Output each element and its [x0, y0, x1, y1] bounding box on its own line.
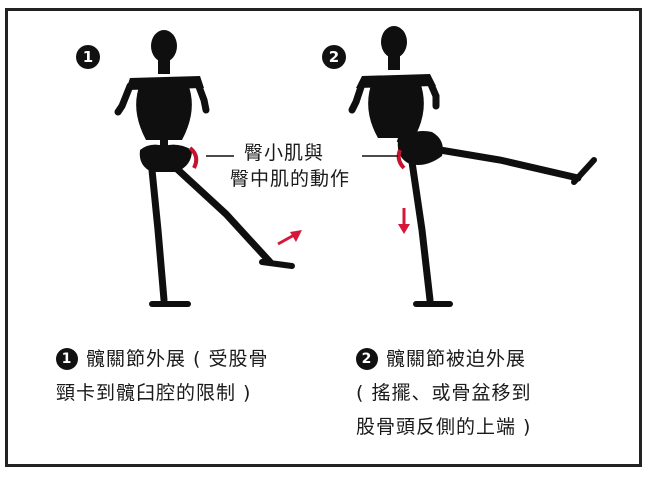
- caption-2: 2 髖關節被迫外展 ( 搖擺、或骨盆移到 股骨頭反側的上端 ): [356, 342, 626, 444]
- caption-1: 1 髖關節外展 ( 受股骨 頸卡到髖臼腔的限制 ): [56, 342, 336, 410]
- caption-2-line-2: ( 搖擺、或骨盆移到: [356, 382, 532, 404]
- caption-1-line-2: 頸卡到髖臼腔的限制 ): [56, 382, 252, 404]
- muscle-label-line-2: 臀中肌的動作: [230, 168, 351, 190]
- diagram-frame: [5, 8, 642, 467]
- caption-1-line-1: 1 髖關節外展 ( 受股骨: [56, 342, 336, 376]
- muscle-label-line-1: 臀小肌與: [244, 142, 325, 164]
- caption-2-badge: 2: [356, 348, 378, 370]
- caption-1-badge: 1: [56, 348, 78, 370]
- caption-1-line-1-text: 髖關節外展 ( 受股骨: [86, 348, 269, 370]
- caption-2-line-1: 2 髖關節被迫外展: [356, 342, 626, 376]
- panel-2-badge: 2: [322, 45, 346, 69]
- caption-2-line-3: 股骨頭反側的上端 ): [356, 416, 532, 438]
- caption-2-line-1-text: 髖關節被迫外展: [386, 348, 527, 370]
- panel-1-badge: 1: [76, 45, 100, 69]
